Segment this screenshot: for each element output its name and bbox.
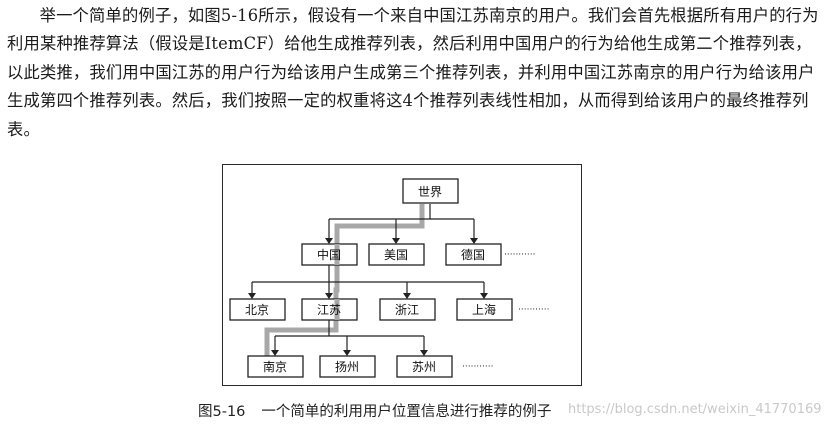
node-l2-label: 浙江 [395, 303, 419, 317]
highlight-path [264, 204, 425, 356]
figure-number: 图5-16 [198, 404, 246, 420]
ellipsis-level1: ··········· [504, 250, 535, 260]
figure-frame [222, 164, 582, 386]
node-l2-2 [379, 298, 436, 321]
figure-caption: 图5-16 一个简单的利用用户位置信息进行推荐的例子 [198, 400, 551, 421]
node-l1-1 [368, 243, 425, 266]
node-l3-label: 南京 [263, 359, 287, 374]
node-l2-label: 上海 [472, 302, 496, 317]
node-l2-0 [229, 298, 286, 321]
node-l1-label: 美国 [384, 248, 408, 262]
node-l2-label: 北京 [245, 303, 269, 317]
body-paragraph: 举一个简单的例子，如图5-16所示，假设有一个来自中国江苏南京的用户。我们会首先… [7, 6, 819, 139]
ellipsis-level3: ··········· [462, 362, 493, 372]
figure-caption-text: 一个简单的利用用户位置信息进行推荐的例子 [261, 404, 552, 420]
node-l3-0 [247, 355, 304, 378]
arrowheads [248, 238, 488, 356]
node-l1-label: 中国 [317, 247, 341, 262]
node-l2-1 [301, 298, 358, 321]
node-l3-label: 扬州 [335, 359, 359, 374]
watermark-text: https://blog.csdn.net/weixin_41770169 [568, 402, 822, 417]
node-l3-label: 苏州 [412, 360, 436, 374]
node-l3-1 [319, 355, 376, 378]
node-l1-2 [445, 243, 502, 266]
node-l2-label: 江苏 [317, 303, 341, 317]
node-l3-2 [396, 355, 453, 378]
node-l1-label: 德国 [461, 247, 485, 262]
node-l1-0 [301, 243, 358, 266]
node-root-label: 世界 [418, 185, 442, 199]
node-root [402, 178, 459, 204]
node-l2-3 [456, 298, 513, 321]
ellipsis-level2: ··········· [518, 305, 549, 315]
